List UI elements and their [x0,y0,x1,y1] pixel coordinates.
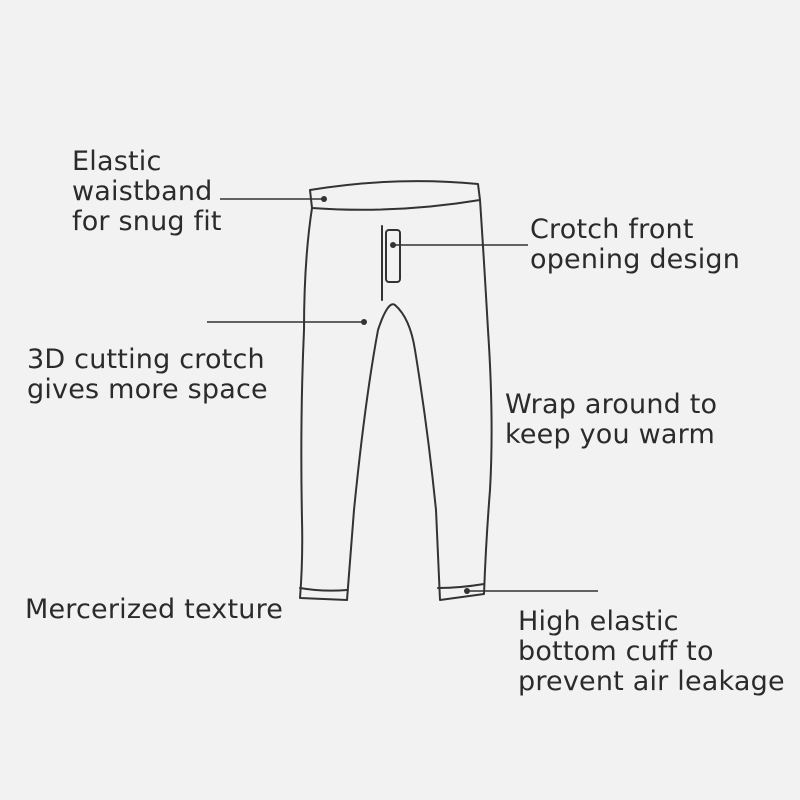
cuff-callout-dot [464,588,470,594]
crotch-3d-callout-dot [361,319,367,325]
fly-opening [385,229,401,283]
crotch-front-label: Crotch front opening design [530,215,740,275]
wrap-label: Wrap around to keep you warm [505,390,717,450]
label-line: Wrap around to [505,389,718,420]
waistband-label: Elastic waistband for snug fit [72,147,222,237]
pants-outline [299,199,493,601]
label-line: opening design [530,244,741,275]
crotch-front-callout-dot [390,242,396,248]
label-line: Crotch front [530,214,694,245]
label-line: Mercerized texture [25,594,284,625]
label-line: High elastic [518,606,679,637]
cuff-label: High elastic bottom cuff to prevent air … [518,607,785,697]
waistband-callout-dot [321,196,327,202]
label-line: for snug fit [72,206,222,237]
crotch-3d-label: 3D cutting crotch gives more space [27,345,268,405]
right-cuff-seam [437,583,485,589]
label-line: waistband [72,176,213,207]
label-line: prevent air leakage [518,666,785,697]
left-cuff-seam [299,587,348,592]
label-line: keep you warm [505,419,715,450]
mercerized-label: Mercerized texture [25,595,283,625]
waistband-outline [309,180,481,211]
label-line: gives more space [27,374,268,405]
label-line: 3D cutting crotch [27,344,265,375]
label-line: bottom cuff to [518,636,714,667]
label-line: Elastic [72,146,162,177]
